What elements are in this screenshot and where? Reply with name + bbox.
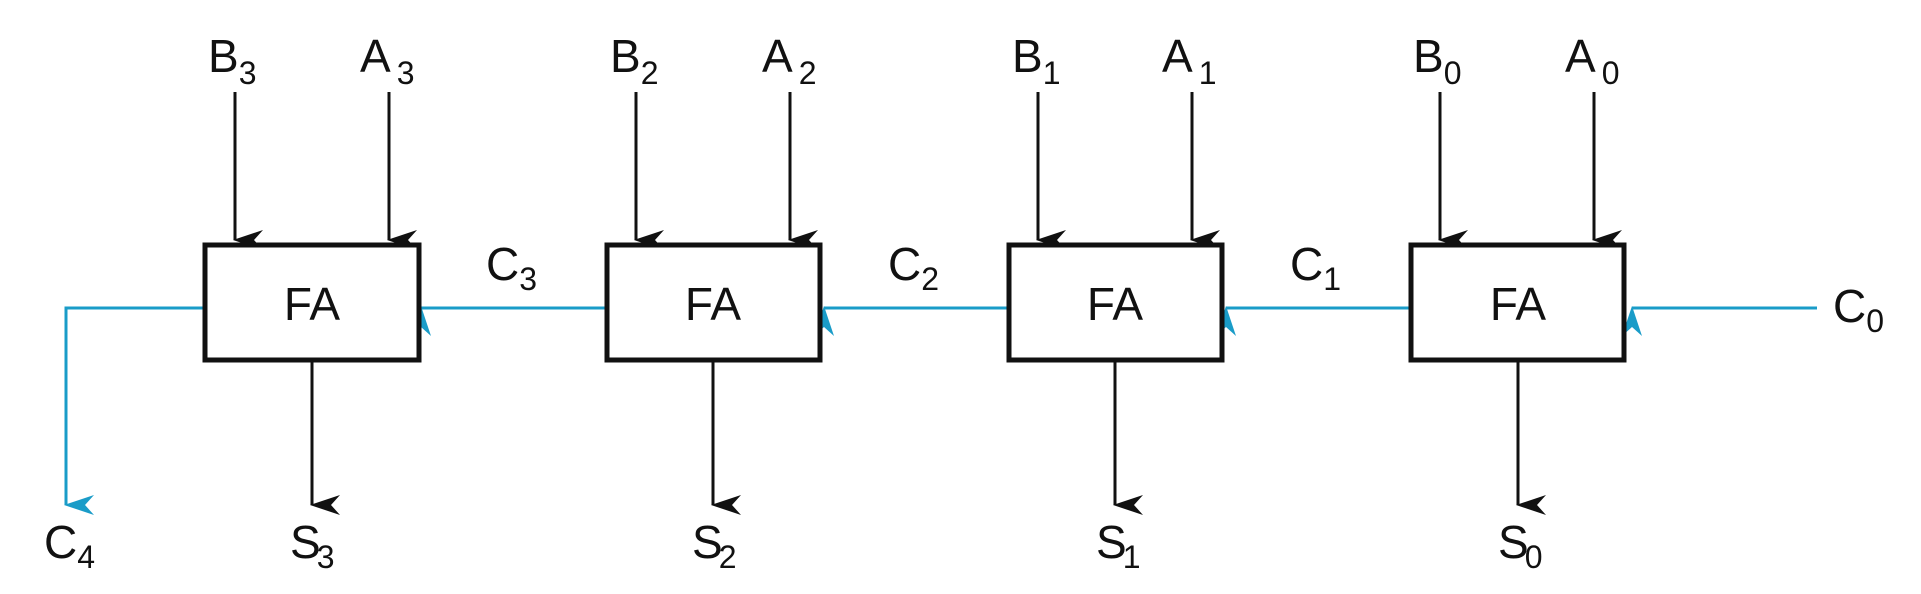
label-s2: S2 [692,516,736,575]
fa-block-2: FA [604,242,823,363]
fa-block-0-label: FA [1490,278,1547,330]
label-s0: S0 [1498,516,1542,575]
label-b1: B1 [1012,30,1060,91]
fa-block-3: FA [202,242,422,363]
label-b0: B0 [1413,30,1461,91]
fa-block-1-box [1006,242,1225,363]
input-arrows [233,92,1622,250]
label-c0: C0 [1833,280,1884,339]
label-c2: C2 [888,238,939,297]
fa-block-3-label: FA [284,278,341,330]
fa-block-1-label: FA [1087,278,1144,330]
sum-arrows [310,360,1546,515]
fa-block-0: FA [1408,242,1627,363]
carry-line-c4 [64,306,203,515]
label-b3: B3 [208,30,256,91]
label-s1: S1 [1096,516,1140,575]
fa-block-3-box [202,242,422,363]
fa-block-2-label: FA [685,278,742,330]
label-c3: C3 [486,238,537,297]
fa-block-0-box [1408,242,1627,363]
label-c1: C1 [1290,238,1341,297]
label-b2: B2 [610,30,658,91]
fa-block-1: FA [1006,242,1225,363]
fa-block-2-box [604,242,823,363]
carry-lines [64,306,1817,515]
label-s3: S3 [290,516,334,575]
label-c4: C4 [44,516,95,575]
